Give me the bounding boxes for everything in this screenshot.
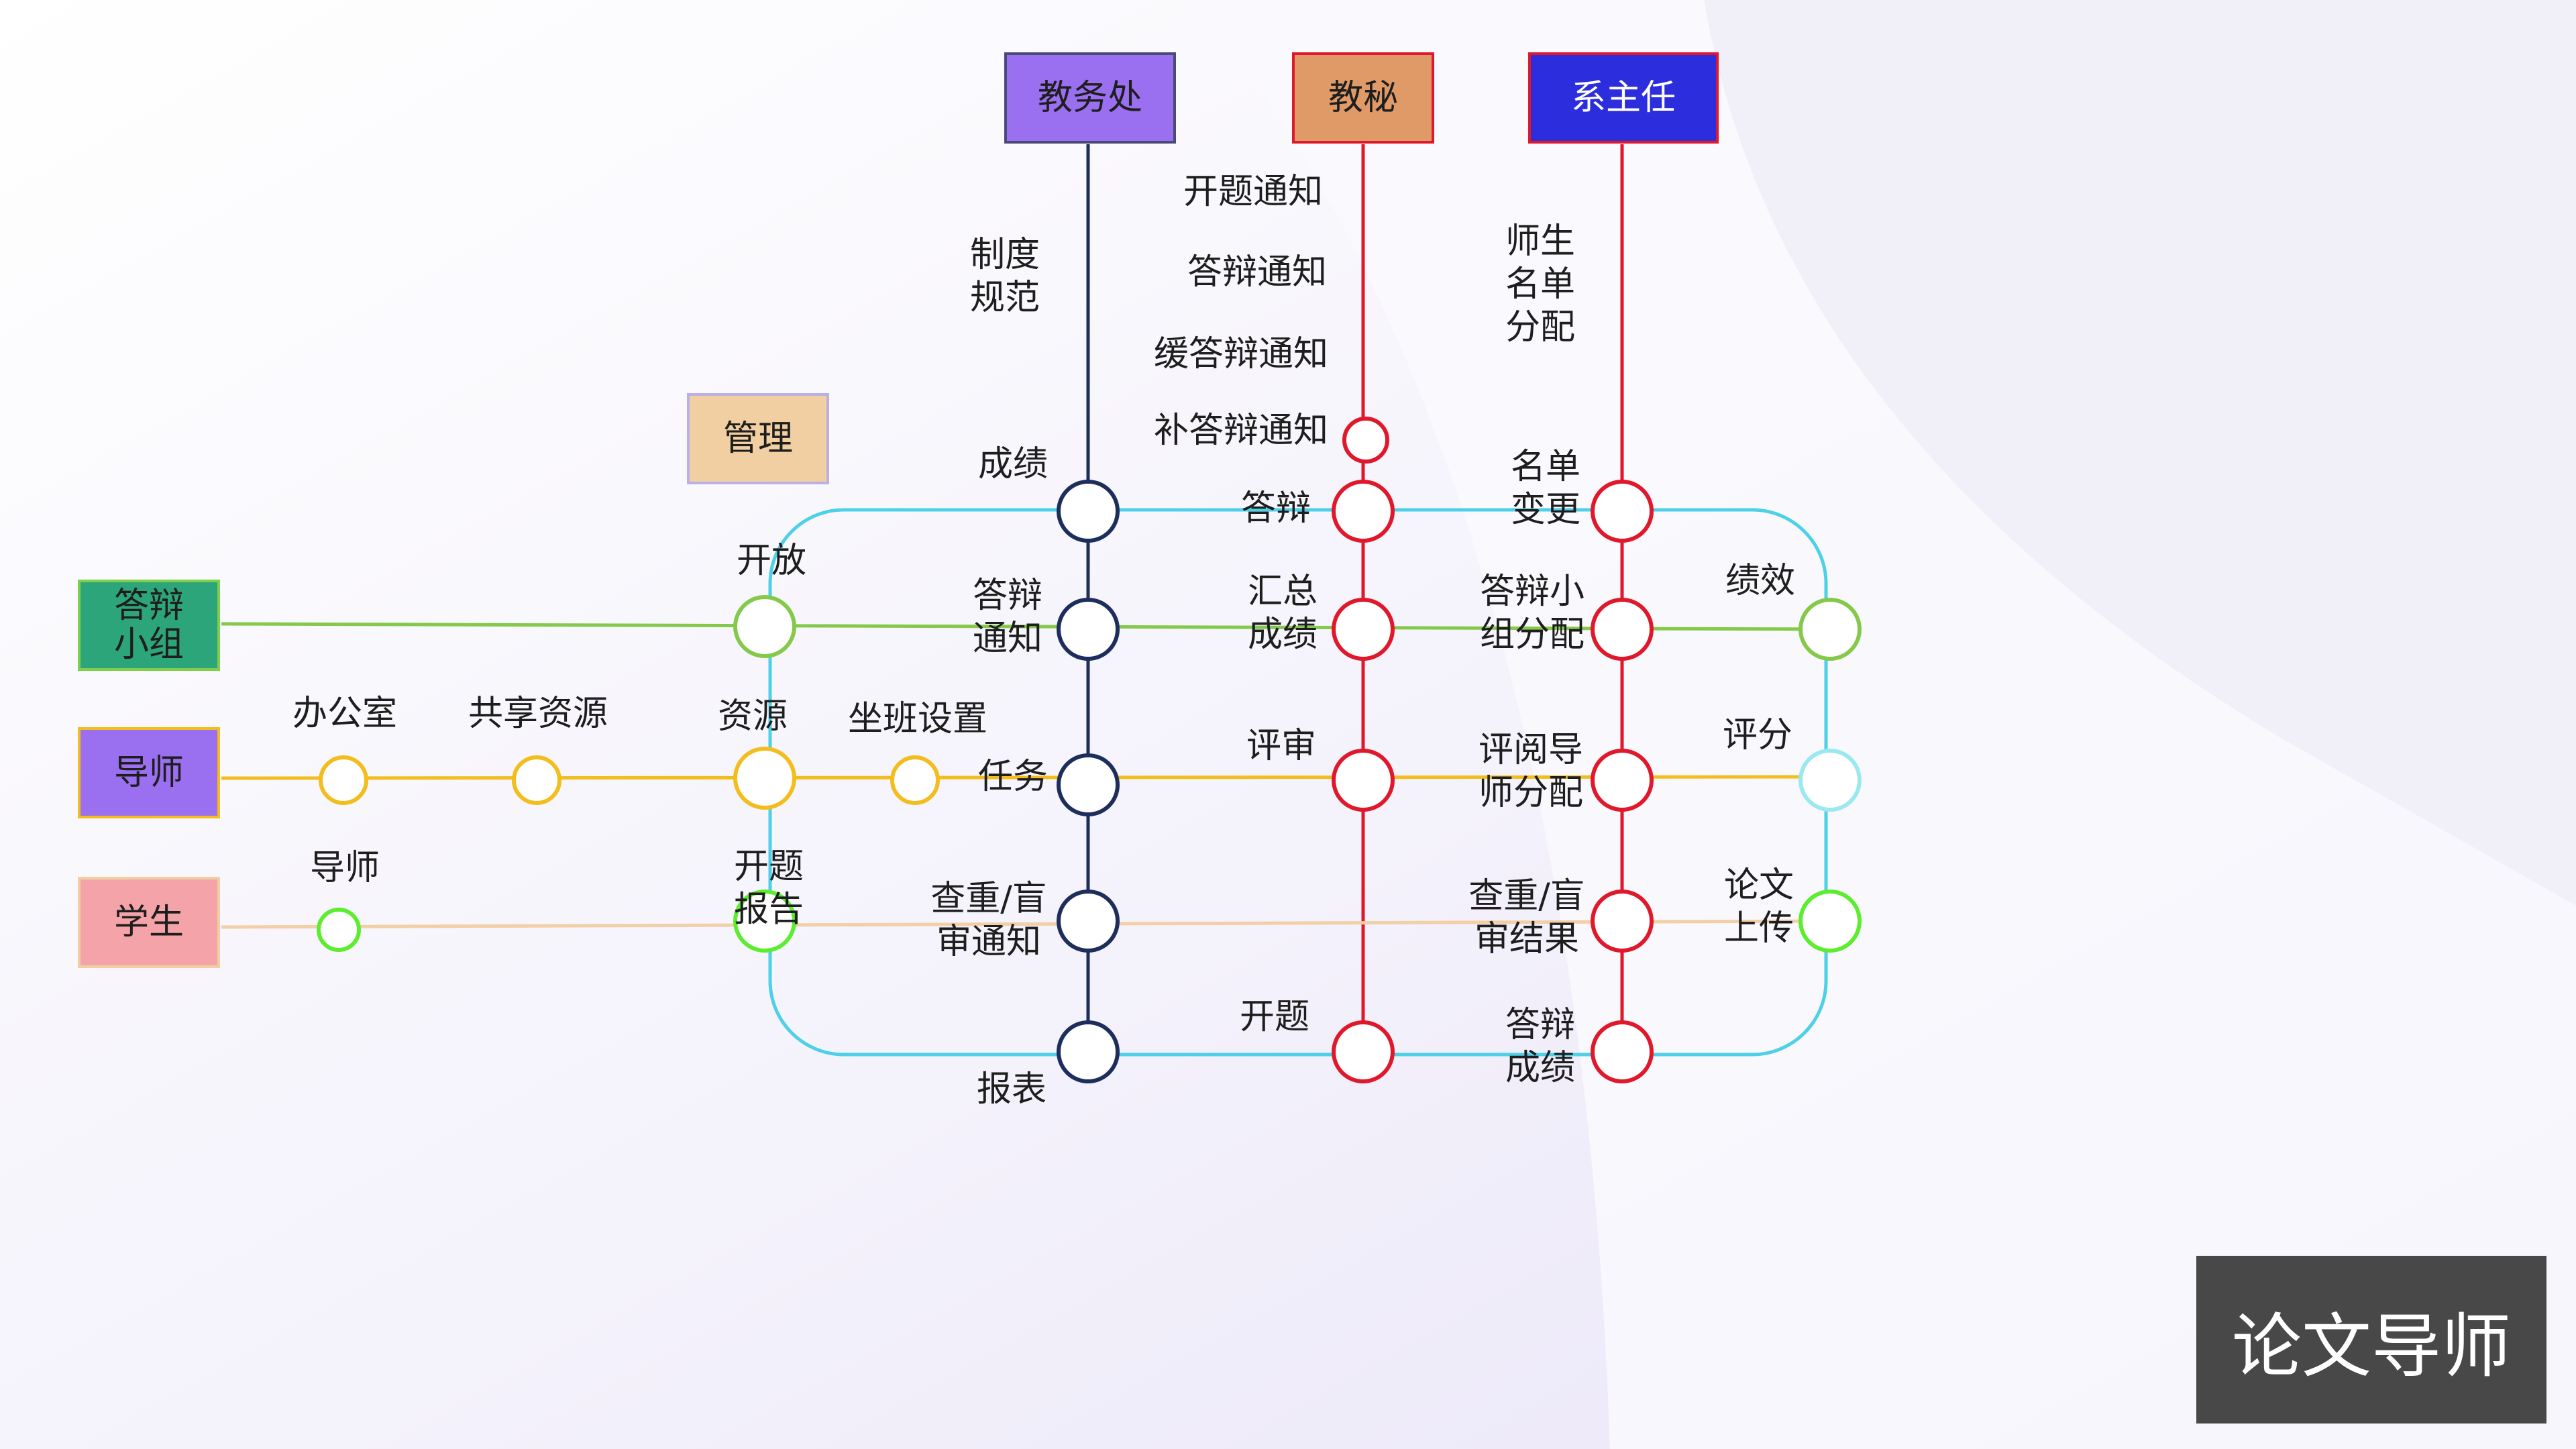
role-dabianxiaozu[interactable]: 答辩 小组	[78, 580, 220, 671]
label-renwu: 任务	[977, 757, 1049, 797]
yellow-line	[221, 775, 1831, 780]
peach-line	[221, 919, 1831, 929]
station-bu-dabian-tongzhi[interactable]	[1342, 417, 1389, 464]
brand-badge: 论文导师	[2196, 1256, 2546, 1424]
label-pingfen: 评分	[1722, 715, 1793, 755]
station-dabian[interactable]	[1332, 480, 1395, 543]
label-lunwen-shangchuan: 论文 上传	[1723, 865, 1794, 949]
role-jiaowuchu[interactable]: 教务处	[1004, 52, 1176, 144]
station-kaifang[interactable]	[733, 595, 796, 658]
label-dabian-chengji: 答辩 成绩	[1505, 1005, 1576, 1088]
label-kaiti-baogao: 开题 报告	[733, 847, 804, 930]
label-kaiti-tongzhi: 开题通知	[1183, 172, 1324, 212]
label-zhidu-guifan: 制度 规范	[969, 235, 1040, 318]
label-bu-dabian-tongzhi: 补答辩通知	[1153, 411, 1329, 451]
label-dabian-xiaozu-fenpei: 答辩小 组分配	[1479, 572, 1585, 655]
label-chachong-jieguo: 查重/盲 审结果	[1468, 876, 1585, 959]
station-huizong-chengji[interactable]	[1332, 598, 1395, 661]
label-chengji: 成绩	[977, 444, 1049, 484]
label-huan-dabian-tongzhi: 缓答辩通知	[1153, 334, 1329, 374]
role-xuesheng[interactable]: 学生	[78, 877, 220, 968]
label-mingdan-biangeng: 名单 变更	[1510, 447, 1581, 530]
station-daoshi[interactable]	[317, 908, 361, 952]
label-kaiti: 开题	[1239, 997, 1310, 1037]
label-huizong-chengji: 汇总 成绩	[1247, 572, 1318, 655]
station-mingdan-biangeng[interactable]	[1591, 480, 1654, 543]
label-zuoban-shezhi: 坐班设置	[847, 699, 988, 739]
role-jiaomi[interactable]: 教秘	[1292, 52, 1434, 144]
station-baobiao[interactable]	[1057, 1020, 1120, 1083]
label-bangongshi: 办公室	[292, 694, 398, 734]
label-ziyuan: 资源	[717, 696, 788, 737]
station-renwu[interactable]	[1057, 753, 1120, 816]
station-pingfen[interactable]	[1799, 749, 1862, 812]
station-chengji[interactable]	[1057, 480, 1120, 543]
label-pingyue-daoshi-fenpei: 评阅导 师分配	[1478, 730, 1584, 813]
green-line	[221, 622, 1831, 631]
label-chachong-tongzhi: 查重/盲 审通知	[930, 879, 1047, 962]
station-pingyue-daoshi-fenpei[interactable]	[1591, 749, 1654, 812]
station-jixiao[interactable]	[1799, 598, 1862, 661]
station-gongxiang-ziyuan[interactable]	[512, 755, 561, 805]
label-daoshi-small: 导师	[309, 848, 380, 888]
station-chachong-tongzhi[interactable]	[1057, 890, 1120, 953]
role-xizhuren[interactable]: 系主任	[1528, 52, 1719, 144]
label-kaifang: 开放	[736, 541, 807, 581]
station-lunwen-shangchuan[interactable]	[1799, 890, 1862, 953]
station-dabian-tongzhi[interactable]	[1057, 598, 1120, 661]
station-pingshen[interactable]	[1332, 749, 1395, 812]
station-dabian-xiaozu-fenpei[interactable]	[1591, 598, 1654, 661]
station-chachong-jieguo[interactable]	[1591, 890, 1654, 953]
label-shisheng-mingdan-fenpei: 师生 名单 分配	[1505, 221, 1576, 347]
station-bangongshi[interactable]	[319, 755, 368, 805]
label-pingshen: 评审	[1246, 726, 1317, 766]
brand-title: 论文导师	[2231, 1305, 2511, 1387]
role-guanli[interactable]: 管理	[687, 393, 829, 484]
label-baobiao: 报表	[976, 1069, 1047, 1110]
label-jixiao: 绩效	[1725, 561, 1796, 601]
label-dabian-tongzhi-top: 答辩通知	[1187, 252, 1328, 292]
station-dabian-chengji[interactable]	[1591, 1020, 1654, 1083]
station-kaiti[interactable]	[1332, 1020, 1395, 1083]
role-daoshi[interactable]: 导师	[78, 727, 220, 818]
station-ziyuan[interactable]	[733, 747, 796, 810]
label-dabian-tongzhi: 答辩 通知	[972, 576, 1043, 659]
station-zuoban-shezhi[interactable]	[890, 755, 940, 805]
label-dabian: 答辩	[1240, 488, 1311, 529]
station-kaiti-baogao[interactable]	[733, 890, 796, 953]
label-gongxiang-ziyuan: 共享资源	[468, 694, 608, 734]
